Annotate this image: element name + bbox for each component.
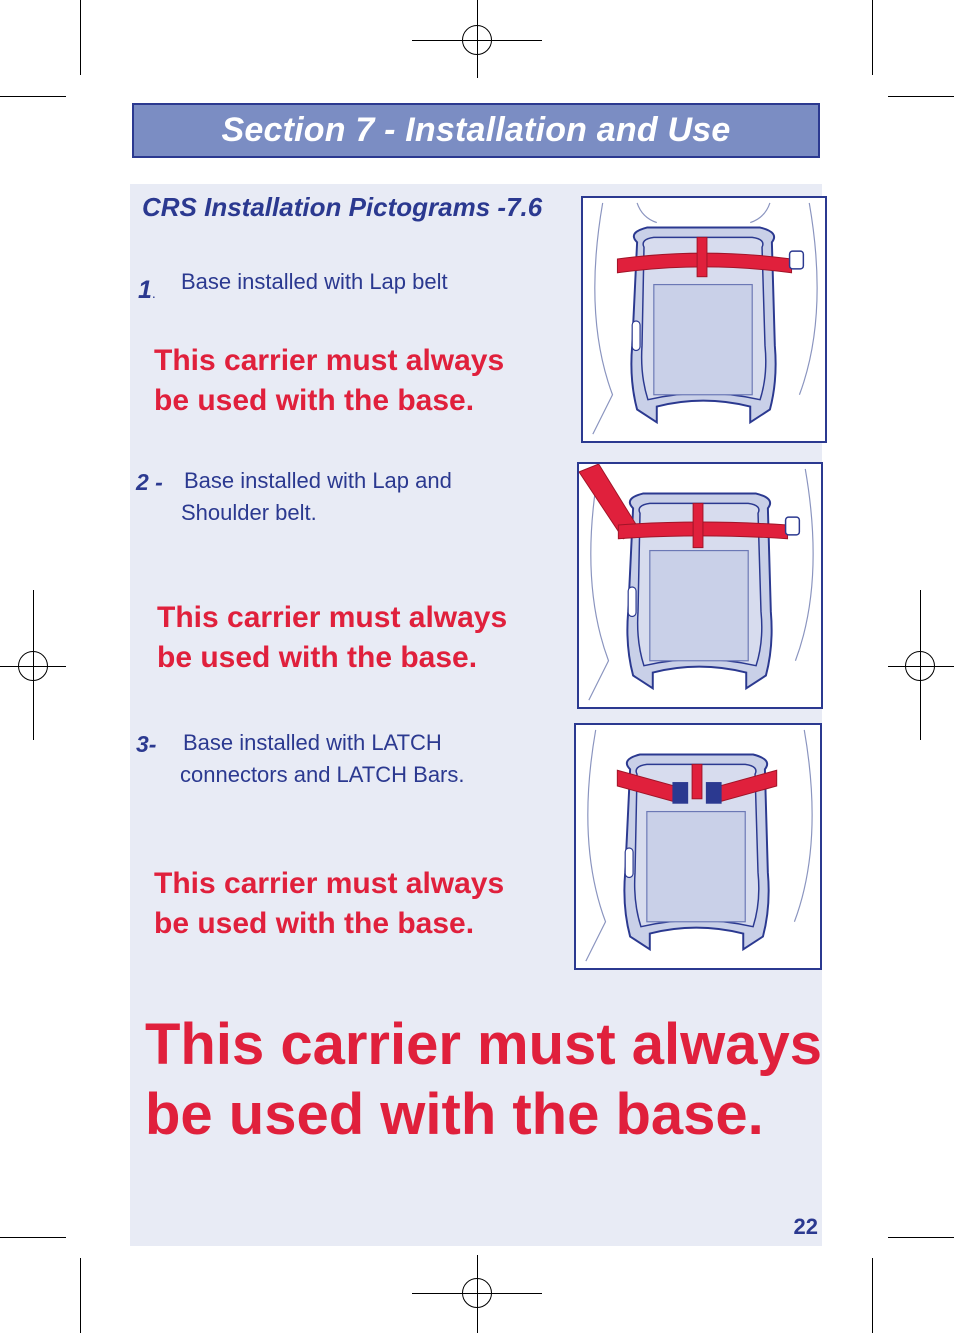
item-1-number: 1. [138, 276, 156, 304]
item-1-warning-line: This carrier must always [154, 344, 505, 377]
item-3-warning: This carrier must always be used with th… [154, 864, 504, 944]
item-2-warning: This carrier must always be used with th… [157, 598, 507, 678]
pictograms-subtitle: CRS Installation Pictograms -7.6 [142, 192, 543, 222]
section-header: Section 7 - Installation and Use [132, 103, 820, 158]
item-2-number: 2 - [136, 469, 163, 495]
lap-belt-pictogram [581, 196, 827, 443]
item-3-warning-line: be used with the base. [154, 907, 475, 940]
final-warning-line: be used with the base. [145, 1082, 764, 1147]
item-2-description-line: Shoulder belt. [181, 500, 317, 525]
lap-shoulder-belt-pictogram [577, 462, 823, 709]
latch-pictogram [574, 723, 822, 970]
item-2-warning-line: This carrier must always [157, 601, 508, 634]
item-2-warning-line: be used with the base. [157, 641, 478, 674]
item-3-warning-line: This carrier must always [154, 867, 505, 900]
item-3-number: 3- [136, 731, 157, 757]
item-1-description: Base installed with Lap belt [181, 266, 448, 298]
final-warning: This carrier must always be used with th… [145, 1010, 822, 1150]
final-warning-line: This carrier must always [145, 1012, 822, 1077]
item-3-description-line: connectors and LATCH Bars. [180, 762, 465, 787]
item-3-description-line: Base installed with LATCH [183, 730, 442, 755]
section-title: Section 7 - Installation and Use [221, 111, 731, 149]
item-3-description: Base installed with LATCH connectors and… [180, 727, 465, 791]
item-1-warning-line: be used with the base. [154, 384, 475, 417]
item-2-description-line: Base installed with Lap and [184, 468, 452, 493]
item-1-description-line: Base installed with Lap belt [181, 269, 448, 294]
item-1-warning: This carrier must always be used with th… [154, 341, 504, 421]
page-number: 22 [793, 1214, 818, 1239]
item-2-description: Base installed with Lap and Shoulder bel… [181, 465, 452, 529]
